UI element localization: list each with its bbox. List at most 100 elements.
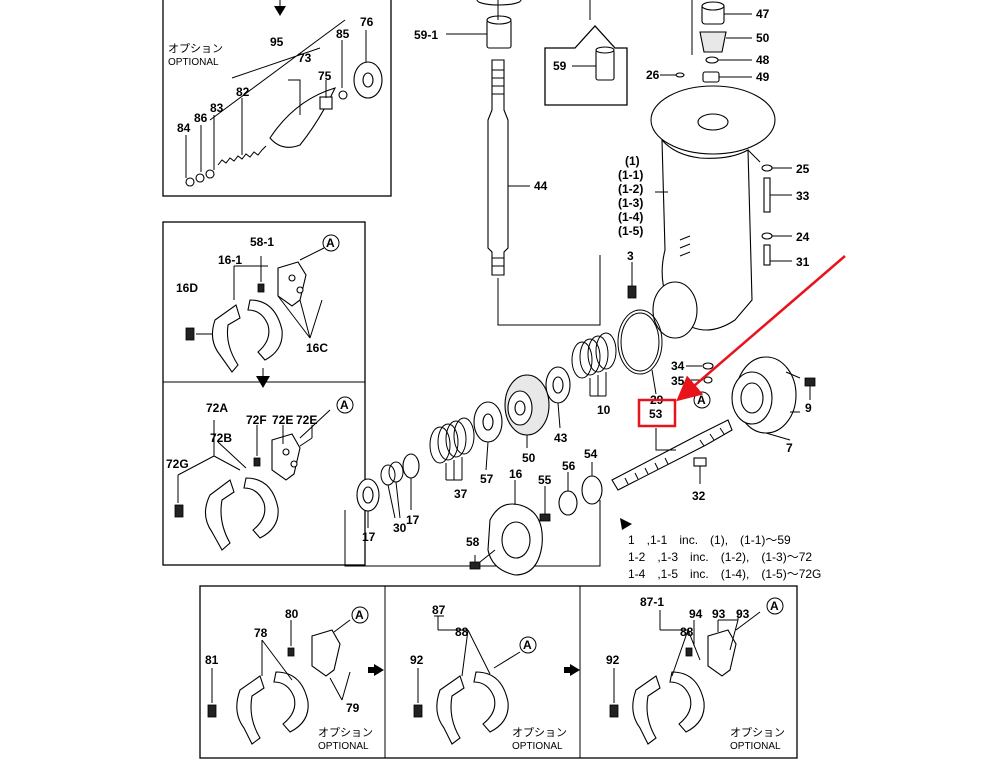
bolt-92-icon: [609, 704, 619, 718]
option-label-en: OPTIONAL: [512, 741, 563, 752]
callout-1-5: (1-5): [618, 224, 643, 238]
down-arrow-icon: [256, 376, 270, 388]
bushing-59-icon: [595, 49, 615, 81]
clamp-half-left-icon: [436, 675, 465, 745]
clamp-plate-icon: [277, 261, 307, 307]
bolt-58-1-icon: [257, 283, 265, 293]
callout-72e-1: 72E: [272, 413, 293, 427]
option-label-en: OPTIONAL: [168, 57, 219, 68]
callout-72g: 72G: [166, 457, 189, 471]
callout-44: 44: [534, 179, 548, 193]
note-line-1: 1 ,1-1 inc. (1), (1-1)〜59: [628, 533, 791, 547]
housing-bore-icon: [652, 281, 698, 339]
circle-a-marker: [322, 234, 340, 252]
callout-73: 73: [298, 51, 312, 65]
note-line-3: 1-4 ,1-5 inc. (1-4), (1-5)〜72G: [628, 567, 821, 581]
spring-82-icon: [217, 145, 267, 166]
clamp-half-right-icon: [473, 671, 509, 733]
ring-30-b-icon: [388, 461, 404, 483]
callout-25: 25: [796, 162, 810, 176]
washer-85-icon: [338, 90, 348, 100]
callout-35: 35: [671, 374, 685, 388]
bolt-92-icon: [413, 704, 423, 718]
callout-79: 79: [346, 701, 360, 715]
option-panel-3: A 87-1 94 93 93 88 92 オプション OPTIONAL: [606, 595, 785, 752]
callout-93b: 93: [736, 607, 750, 621]
bolt-16d-icon: [185, 327, 195, 341]
clamp-half-left-icon: [211, 304, 241, 373]
o-ring-29-icon: [617, 309, 663, 375]
callout-56: 56: [562, 459, 576, 473]
down-arrow-icon: [274, 6, 286, 16]
clamp-plate-icon: [707, 629, 737, 677]
bolt-33-icon: [763, 177, 771, 213]
washer-17b-icon: [402, 453, 420, 479]
red-arrow-indicator: [676, 255, 846, 402]
spring-37-icon: [429, 417, 475, 464]
right-arrow-icon: [564, 664, 580, 676]
clamp-half-left-icon: [236, 675, 265, 745]
callout-58: 58: [466, 535, 480, 549]
bearing-carrier-group: 9 7: [731, 356, 816, 455]
nut-84-icon: [185, 177, 195, 187]
clamp-half-left-icon: [632, 675, 661, 745]
bearing-54-icon: [581, 475, 603, 505]
callout-37: 37: [454, 487, 468, 501]
clamp-half-right-icon: [669, 671, 705, 733]
callout-1-3: (1-3): [618, 196, 643, 210]
callout-86: 86: [194, 111, 208, 125]
option-label-jp: オプション: [512, 726, 567, 739]
callout-50b: 50: [522, 451, 536, 465]
nut-75-icon: [319, 96, 333, 110]
callout-85: 85: [336, 27, 350, 41]
clamp-detail-box: A 58-1 16-1 16D 16C A 72A 72F 72E 72E 72…: [162, 221, 366, 566]
callout-72a: 72A: [206, 401, 228, 415]
callout-81: 81: [205, 653, 219, 667]
drive-shaft-44-icon: [487, 59, 509, 276]
pinion-gear-50-icon: [699, 31, 727, 53]
option-label-en: OPTIONAL: [730, 741, 781, 752]
washer-34-icon: [702, 362, 714, 370]
callout-59-1: 59-1: [414, 28, 438, 42]
callout-10: 10: [597, 403, 611, 417]
option-label-jp: オプション: [168, 42, 223, 55]
callout-57: 57: [480, 472, 494, 486]
callout-72b: 72B: [210, 431, 232, 445]
callout-59: 59: [553, 59, 567, 73]
option-panel-2: A 87 88 92 オプション OPTIONAL: [410, 603, 567, 752]
circle-a-marker: [336, 396, 354, 414]
callout-58-1: 58-1: [250, 235, 274, 249]
optional-propeller-box: オプション OPTIONAL 95 76 85 73 75 82 84 86 8…: [162, 0, 392, 197]
propeller-shaft-group: 32 53: [611, 255, 846, 503]
pinion-gear-group: 47 50 48 49 26: [646, 0, 770, 84]
callout-30: 30: [393, 521, 407, 535]
ring-30-a-icon: [380, 464, 396, 486]
callout-3: 3: [627, 249, 634, 263]
washer-25-icon: [761, 164, 773, 172]
clamp-assembly-lower: A 72A 72F 72E 72E 72B 72G: [166, 396, 354, 551]
note-line-2: 1-2 ,1-3 inc. (1-2), (1-3)〜72: [628, 550, 812, 564]
callout-95: 95: [270, 35, 284, 49]
bolt-94-icon: [685, 647, 693, 657]
bolt-9-icon: [804, 377, 816, 387]
callout-92b: 92: [606, 653, 620, 667]
bottom-panel-frame: [199, 585, 798, 759]
callout-49: 49: [756, 70, 770, 84]
highlight-box: [637, 398, 677, 428]
callout-1-1: (1-1): [618, 168, 643, 182]
callout-a-3: A: [355, 608, 364, 622]
callout-a-1: A: [326, 236, 335, 250]
callout-76: 76: [360, 15, 374, 29]
callout-16c: 16C: [306, 341, 328, 355]
bolt-72f-icon: [253, 457, 261, 467]
option-panel-1: A 80 78 81 79 オプション OPTIONAL: [205, 606, 373, 752]
callout-17a: 17: [362, 530, 376, 544]
triangle-pointer-icon: [620, 518, 632, 530]
lower-housing-group: (1) (1-1) (1-2) (1-3) (1-4) (1-5) 25 33 …: [617, 85, 810, 409]
callout-55: 55: [538, 473, 552, 487]
washer-86-icon: [195, 173, 205, 183]
callout-88a: 88: [455, 625, 469, 639]
callout-7: 7: [786, 441, 793, 455]
propeller-cone-icon: [269, 87, 337, 148]
